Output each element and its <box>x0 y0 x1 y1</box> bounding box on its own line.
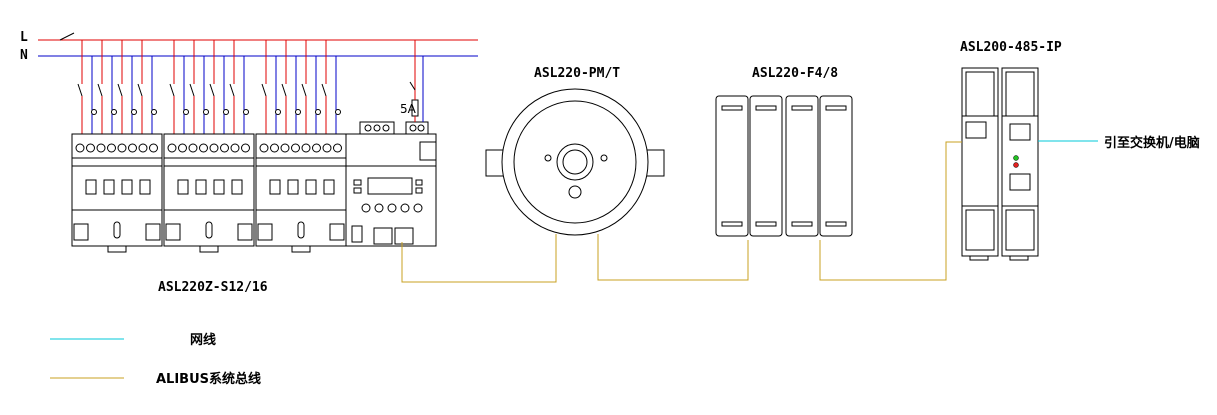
terminal-screw <box>117 143 127 153</box>
terminal-screw <box>220 143 229 153</box>
terminal-screw <box>312 143 321 153</box>
terminal-screw <box>167 143 177 153</box>
breaker-switch <box>229 83 235 97</box>
terminal-screw <box>291 143 300 153</box>
terminal-screw <box>230 143 240 153</box>
gateway-label: ASL200-485-IP <box>960 40 1062 55</box>
relay-indicator <box>269 179 281 195</box>
controller-module <box>345 40 437 247</box>
breaker-switch <box>77 83 83 97</box>
panel-unit <box>749 95 783 237</box>
terminal-screw <box>301 143 311 153</box>
sensor-device <box>485 88 665 236</box>
terminal-screw <box>107 143 116 153</box>
relay-indicator <box>85 179 97 195</box>
panel-devices <box>715 95 853 237</box>
live-label: L <box>20 30 28 45</box>
panel-label: ASL220-F4/8 <box>752 66 839 81</box>
relay-indicator <box>305 179 317 195</box>
breaker-switch <box>189 83 195 97</box>
neutral-label: N <box>20 48 28 63</box>
terminal-screw <box>241 143 250 153</box>
actuator-module <box>71 133 163 253</box>
relay-indicator <box>213 179 225 195</box>
actuator-modules <box>71 133 347 253</box>
fuse-label: 5A <box>400 102 416 116</box>
panel-unit <box>715 95 749 237</box>
breaker-switch <box>301 83 307 97</box>
bus-wiring <box>401 141 962 283</box>
main-switch <box>59 32 75 41</box>
relay-indicator <box>195 179 207 195</box>
breaker-switch <box>97 83 103 97</box>
terminal-screw <box>259 143 269 153</box>
breaker-drops <box>77 40 341 140</box>
terminal-screw <box>209 143 219 153</box>
relay-indicator <box>103 179 115 195</box>
actuator-module <box>255 133 347 253</box>
terminal-screw <box>333 143 342 153</box>
terminal-screw <box>149 143 158 153</box>
terminal-screw <box>280 143 290 153</box>
terminal-screw <box>138 143 148 153</box>
legend-bus-label: ALIBUS系统总线 <box>156 372 262 387</box>
relay-indicator <box>139 179 151 195</box>
terminal-screw <box>188 143 198 153</box>
actuator-module <box>163 133 255 253</box>
breaker-switch <box>281 83 287 97</box>
breaker-switch <box>169 83 175 97</box>
connection-note: 引至交换机/电脑 <box>1104 136 1200 151</box>
terminal-screw <box>86 143 95 153</box>
relay-indicator <box>231 179 243 195</box>
switch-actuator-label: ASL220Z-S12/16 <box>158 280 268 295</box>
relay-indicator <box>177 179 189 195</box>
terminal-screw <box>178 143 187 153</box>
breaker-switch <box>137 83 143 97</box>
breaker-switch <box>209 83 215 97</box>
breaker-switch <box>117 83 123 97</box>
gateway-device <box>961 67 1039 261</box>
panel-unit <box>819 95 853 237</box>
relay-indicator <box>287 179 299 195</box>
terminal-screw <box>75 143 85 153</box>
panel-unit <box>785 95 819 237</box>
breaker-switch <box>321 83 327 97</box>
breaker-switch <box>261 83 267 97</box>
relay-indicator <box>121 179 133 195</box>
terminal-screw <box>96 143 106 153</box>
legend-network-label: 网线 <box>190 333 217 348</box>
terminal-screw <box>199 143 208 153</box>
terminal-screw <box>128 143 137 153</box>
sensor-label: ASL220-PM/T <box>534 66 621 81</box>
terminal-screw <box>270 143 279 153</box>
terminal-screw <box>322 143 332 153</box>
relay-indicator <box>323 179 335 195</box>
